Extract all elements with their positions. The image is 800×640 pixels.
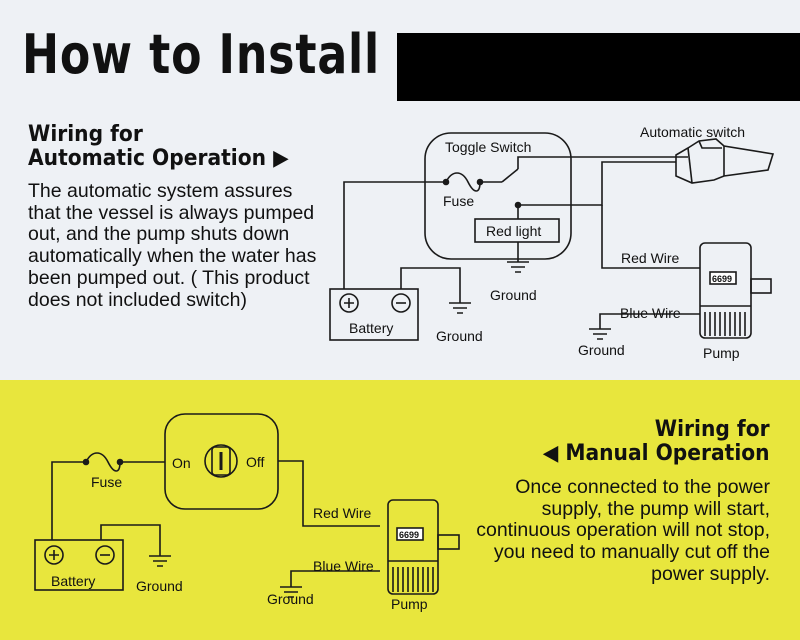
ground-symbol-battery-manual bbox=[149, 555, 171, 567]
manual-heading: Wiring for ◀ Manual Operation bbox=[543, 418, 770, 466]
automatic-description: The automatic system assures that the ve… bbox=[28, 180, 317, 311]
label-on: On bbox=[172, 455, 191, 471]
automatic-switch-illustration bbox=[675, 138, 775, 184]
fuse-symbol-manual bbox=[85, 452, 121, 472]
ground-symbol-battery bbox=[449, 302, 471, 314]
ground-symbol-pump-manual bbox=[280, 586, 302, 598]
label-off: Off bbox=[246, 454, 265, 470]
automatic-heading-line2: Automatic Operation ▶ bbox=[28, 146, 289, 171]
toggle-switch-lever bbox=[501, 168, 519, 183]
label-red-wire-bottom: Red Wire bbox=[313, 505, 372, 521]
manual-heading-line1: Wiring for bbox=[655, 417, 770, 442]
title-bar-decoration bbox=[397, 33, 800, 101]
label-ground-pump-top: Ground bbox=[578, 342, 625, 358]
wire-to-automatic-switch bbox=[517, 156, 688, 169]
manual-description: Once connected to the power supply, the … bbox=[476, 476, 770, 585]
label-ground-battery-top: Ground bbox=[436, 328, 483, 344]
label-ground-center: Ground bbox=[490, 287, 537, 303]
label-toggle-switch: Toggle Switch bbox=[445, 139, 531, 155]
wire-battery-positive bbox=[343, 181, 446, 289]
label-ground-battery-bottom: Ground bbox=[136, 578, 183, 594]
wire-red bbox=[601, 205, 700, 269]
toggle-switch-housing bbox=[424, 132, 572, 260]
label-battery-bottom: Battery bbox=[51, 573, 95, 589]
manual-heading-line2: ◀ Manual Operation bbox=[543, 441, 770, 466]
label-battery-top: Battery bbox=[349, 320, 393, 336]
label-pump-bottom: Pump bbox=[391, 596, 428, 612]
label-pump-top: Pump bbox=[703, 345, 740, 361]
label-fuse-bottom: Fuse bbox=[91, 474, 122, 490]
manual-section bbox=[0, 380, 800, 640]
wire-battery-positive-manual bbox=[51, 461, 86, 540]
label-red-wire-top: Red Wire bbox=[621, 250, 680, 266]
page-title: How to Install bbox=[22, 23, 381, 86]
pump-illustration bbox=[699, 242, 772, 339]
wire-blue-manual bbox=[290, 570, 380, 587]
red-light-indicator bbox=[474, 218, 560, 243]
fuse-symbol bbox=[445, 172, 481, 192]
ground-symbol-pump bbox=[589, 328, 611, 340]
manual-switch-knob bbox=[204, 444, 238, 478]
label-blue-wire-bottom: Blue Wire bbox=[313, 558, 374, 574]
pump-illustration-manual bbox=[387, 499, 460, 595]
label-red-light: Red light bbox=[486, 223, 541, 239]
label-automatic-switch: Automatic switch bbox=[640, 124, 745, 140]
label-ground-pump-bottom: Ground bbox=[267, 591, 314, 607]
label-blue-wire-top: Blue Wire bbox=[620, 305, 681, 321]
automatic-heading-line1: Wiring for bbox=[28, 122, 143, 147]
label-fuse-top: Fuse bbox=[443, 193, 474, 209]
wire-blue bbox=[599, 313, 700, 329]
label-pump-model-bottom: 6699 bbox=[399, 530, 419, 540]
label-pump-model-top: 6699 bbox=[712, 274, 732, 284]
wire-battery-negative-manual bbox=[100, 524, 161, 556]
automatic-heading: Wiring for Automatic Operation ▶ bbox=[28, 123, 289, 171]
wire-red-manual bbox=[278, 460, 380, 527]
battery-box bbox=[329, 288, 419, 341]
ground-symbol-center bbox=[507, 261, 529, 273]
wire-battery-negative bbox=[400, 267, 461, 303]
battery-box-manual bbox=[34, 539, 124, 591]
